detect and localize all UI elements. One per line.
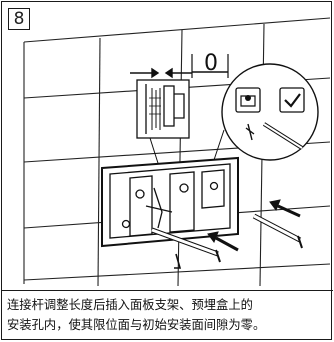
gap-value-label: 0: [204, 51, 218, 76]
magnifier-circle: [221, 63, 319, 161]
connecting-rods: [151, 213, 303, 269]
caption-line-2: 安装孔内，使其限位面与初始安装面间隙为零。: [7, 318, 266, 332]
gap-callout: 0: [191, 51, 229, 78]
embedded-box-bracket: [101, 156, 239, 248]
installation-illustration: 0: [23, 17, 331, 287]
checkmark-icon: [279, 87, 305, 113]
step-number-badge: 8: [8, 8, 30, 30]
insertion-arrows: [207, 199, 301, 252]
gap-measurement-arrows: [130, 67, 192, 79]
caption-line-1: 连接杆调整长度后插入面板支架、预埋盒上的: [7, 298, 253, 312]
zoom-detail-panel: [136, 79, 190, 139]
instruction-caption: 连接杆调整长度后插入面板支架、预埋盒上的 安装孔内，使其限位面与初始安装面间隙为…: [2, 290, 333, 340]
box-with-bracket-icon: [235, 87, 261, 113]
